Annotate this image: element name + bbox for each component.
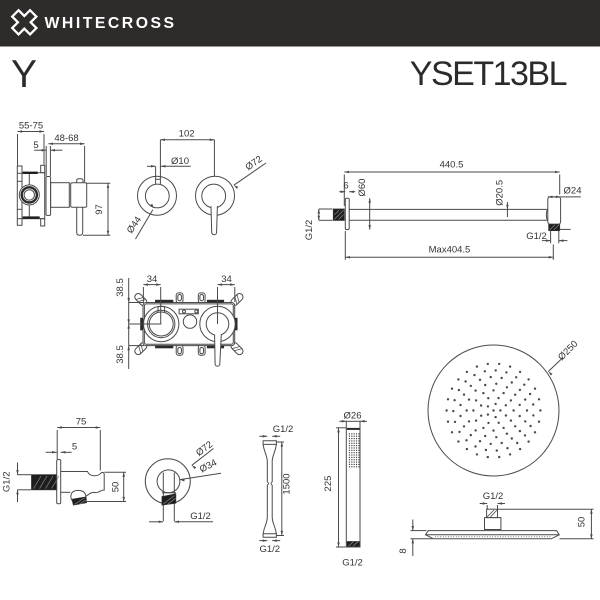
svg-text:5: 5 bbox=[72, 442, 77, 453]
svg-text:38.5: 38.5 bbox=[115, 345, 126, 364]
svg-text:Ø24: Ø24 bbox=[564, 185, 582, 196]
svg-text:50: 50 bbox=[577, 517, 588, 528]
svg-text:Ø250: Ø250 bbox=[556, 339, 580, 363]
svg-text:8: 8 bbox=[398, 548, 409, 553]
svg-text:Ø72: Ø72 bbox=[244, 154, 265, 173]
svg-text:G1/2: G1/2 bbox=[2, 471, 13, 492]
svg-text:75: 75 bbox=[76, 417, 87, 428]
svg-text:Ø10: Ø10 bbox=[171, 156, 189, 167]
svg-text:50: 50 bbox=[111, 482, 122, 493]
svg-text:34: 34 bbox=[147, 274, 158, 285]
svg-text:34: 34 bbox=[221, 274, 232, 285]
svg-text:Max404.5: Max404.5 bbox=[429, 245, 471, 256]
svg-text:5: 5 bbox=[33, 140, 38, 151]
svg-text:97: 97 bbox=[94, 204, 105, 215]
svg-text:1500: 1500 bbox=[282, 473, 293, 494]
svg-text:55-75: 55-75 bbox=[19, 121, 43, 132]
svg-text:G1/2: G1/2 bbox=[526, 231, 547, 242]
svg-text:Ø34: Ø34 bbox=[198, 457, 219, 475]
svg-text:Ø72: Ø72 bbox=[194, 439, 215, 459]
svg-text:6: 6 bbox=[343, 180, 348, 191]
svg-text:G1/2: G1/2 bbox=[190, 511, 211, 522]
svg-text:102: 102 bbox=[179, 129, 195, 140]
svg-text:Ø20.5: Ø20.5 bbox=[495, 180, 506, 206]
svg-text:225: 225 bbox=[323, 476, 334, 492]
svg-text:440.5: 440.5 bbox=[440, 160, 464, 171]
svg-text:G1/2: G1/2 bbox=[304, 220, 315, 241]
svg-text:48-68: 48-68 bbox=[54, 133, 78, 144]
svg-text:Ø44: Ø44 bbox=[125, 215, 144, 236]
svg-text:Ø60: Ø60 bbox=[357, 179, 368, 197]
svg-text:38.5: 38.5 bbox=[115, 278, 126, 297]
svg-text:YSET13BL: YSET13BL bbox=[410, 55, 567, 93]
svg-text:G1/2: G1/2 bbox=[342, 558, 363, 569]
svg-text:G1/2: G1/2 bbox=[483, 491, 504, 502]
svg-text:G1/2: G1/2 bbox=[259, 544, 280, 555]
svg-text:Ø26: Ø26 bbox=[344, 410, 362, 421]
svg-text:G1/2: G1/2 bbox=[273, 424, 294, 435]
svg-text:WHITECROSS: WHITECROSS bbox=[45, 15, 177, 32]
svg-text:Y: Y bbox=[11, 53, 37, 96]
